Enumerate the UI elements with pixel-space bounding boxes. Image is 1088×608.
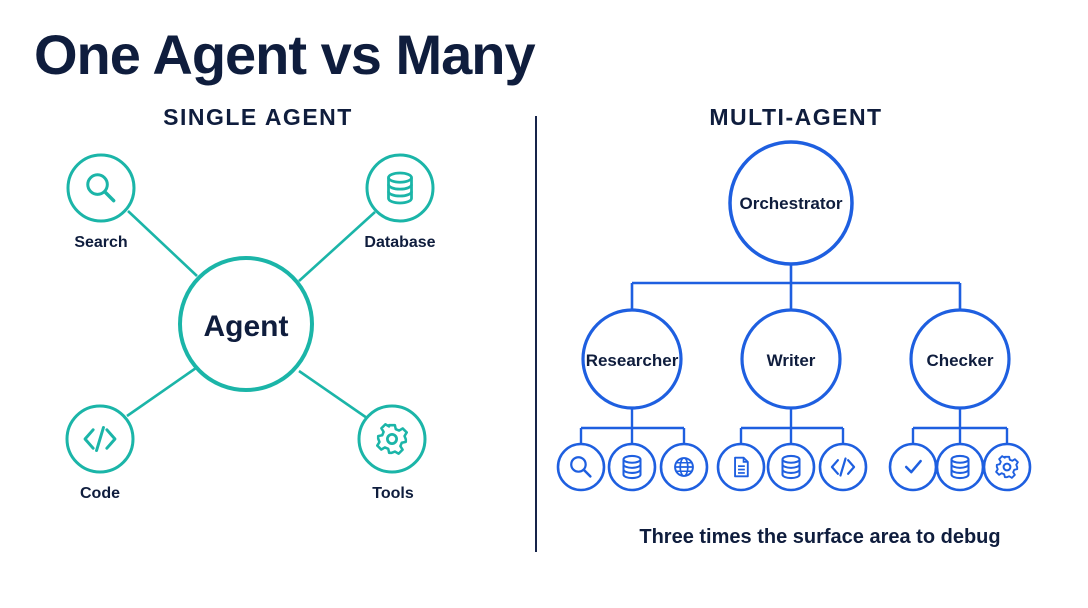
- single-agent-heading: SINGLE AGENT: [163, 104, 353, 130]
- writer-label: Writer: [767, 351, 816, 370]
- connector-search: [127, 210, 198, 277]
- tools-node: [357, 404, 427, 474]
- section-divider: [535, 116, 537, 552]
- connector-code: [126, 366, 197, 418]
- connector-database: [298, 211, 376, 282]
- orchestrator-node: [728, 140, 854, 266]
- writer-node: [740, 308, 842, 410]
- database-label: Database: [364, 234, 435, 251]
- checker-connectors: [911, 408, 1009, 444]
- checker-label: Checker: [926, 351, 993, 370]
- search-label: Search: [74, 234, 127, 251]
- checker-tool-check: [888, 442, 938, 492]
- researcher-label: Researcher: [586, 351, 679, 370]
- database-node: [365, 153, 435, 223]
- writer-connectors: [739, 408, 845, 444]
- checker-node: [909, 308, 1011, 410]
- caption: Three times the surface area to debug: [639, 526, 1001, 548]
- orchestrator-connectors: [630, 264, 962, 311]
- researcher-node: [581, 308, 683, 410]
- researcher-connectors: [579, 408, 686, 444]
- connector-tools: [298, 369, 368, 420]
- agent-label: Agent: [204, 310, 289, 343]
- orchestrator-label: Orchestrator: [740, 194, 843, 213]
- multi-agent-heading: MULTI-AGENT: [709, 104, 883, 130]
- code-label: Code: [80, 485, 120, 502]
- multi-agent-diagram: [556, 140, 1032, 492]
- researcher-tool-search: [556, 442, 606, 492]
- agent-node: [178, 256, 314, 392]
- page-title: One Agent vs Many: [34, 23, 536, 86]
- single-agent-diagram: [65, 153, 435, 474]
- search-node: [66, 153, 136, 223]
- code-node: [65, 404, 135, 474]
- checker-tool-gear: [982, 442, 1032, 492]
- tools-label: Tools: [372, 485, 414, 502]
